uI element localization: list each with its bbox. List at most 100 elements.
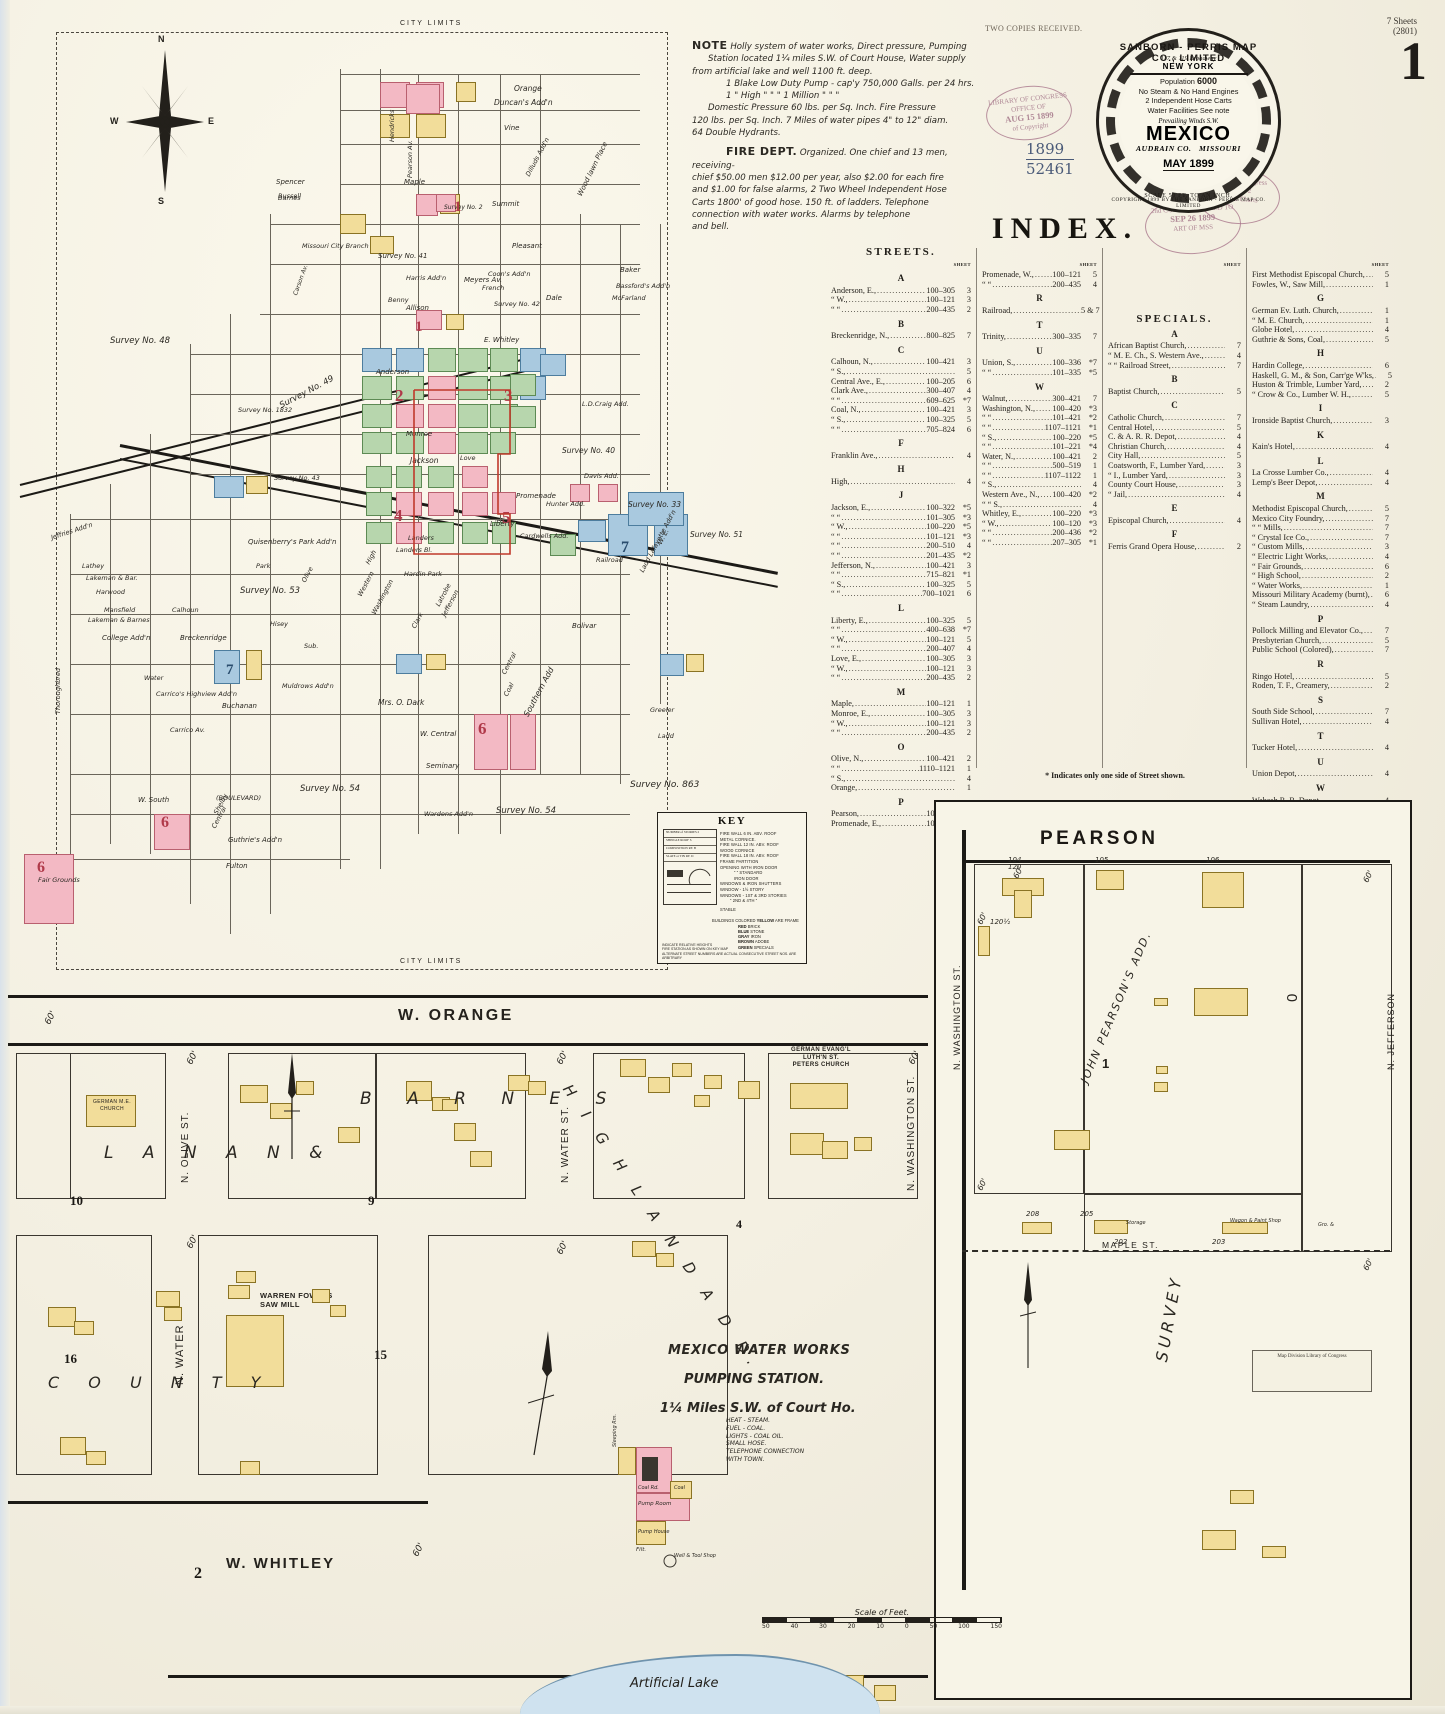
index-entry[interactable]: Maple,..................................… (831, 699, 971, 709)
index-entry[interactable]: “ W.,...................................… (831, 522, 971, 532)
index-entry[interactable]: Anderson, E.,...........................… (831, 286, 971, 296)
index-entry[interactable]: Whitley, E.,............................… (982, 509, 1097, 519)
index-entry[interactable]: Liberty, E.,............................… (831, 616, 971, 626)
index-entry[interactable]: Tucker Hotel,...........................… (1252, 743, 1389, 753)
index-entry[interactable]: Globe Hotel,............................… (1252, 325, 1389, 335)
index-entry[interactable]: “ I., Lumber Yard,......................… (1108, 471, 1241, 481)
index-entry[interactable]: “ W.,...................................… (831, 295, 971, 305)
index-entry[interactable]: “ “.....................................… (831, 541, 971, 551)
index-entry[interactable]: Hardin College,.........................… (1252, 361, 1389, 371)
index-entry[interactable]: German Ev. Luth. Church,................… (1252, 306, 1389, 316)
index-entry[interactable]: “ W.,...................................… (831, 664, 971, 674)
index-entry[interactable]: Presbyterian Church,....................… (1252, 636, 1389, 646)
index-entry[interactable]: “ “.....................................… (831, 625, 971, 635)
index-entry[interactable]: C. & A. R. R. Depot,....................… (1108, 432, 1241, 442)
index-entry[interactable]: Lemp's Beer Depot,......................… (1252, 478, 1389, 488)
index-entry[interactable]: “ “.....................................… (831, 728, 971, 738)
index-entry[interactable]: “ “.....................................… (831, 532, 971, 542)
index-entry[interactable]: Jackson, E.,............................… (831, 503, 971, 513)
index-entry[interactable]: Roden, T. F., Creamery,.................… (1252, 681, 1389, 691)
index-entry[interactable]: Calhoun, N.,............................… (831, 357, 971, 367)
index-entry[interactable]: “ “.....................................… (982, 528, 1097, 538)
index-entry[interactable]: Western Ave., N.,.......................… (982, 490, 1097, 500)
index-entry[interactable]: “ S.,...................................… (831, 415, 971, 425)
index-entry[interactable]: Monroe, E.,.............................… (831, 709, 971, 719)
index-entry[interactable]: Union Depot,............................… (1252, 769, 1389, 779)
index-entry[interactable]: Huston & Trimble, Lumber Yard,..........… (1252, 380, 1389, 390)
index-entry[interactable]: “ “.....................................… (831, 513, 971, 523)
index-entry[interactable]: Methodist Episcopal Church,.............… (1252, 504, 1389, 514)
index-entry[interactable]: Orange,.................................… (831, 783, 971, 793)
index-entry[interactable]: “ Fair Grounds,.........................… (1252, 562, 1389, 572)
index-entry[interactable]: Promenade, W.,..........................… (982, 270, 1097, 280)
index-entry[interactable]: Union, S.,..............................… (982, 358, 1097, 368)
index-entry[interactable]: “ “ Mills,..............................… (1252, 523, 1389, 533)
index-entry[interactable]: “ “.....................................… (831, 764, 971, 774)
index-entry[interactable]: Sullivan Hotel,.........................… (1252, 717, 1389, 727)
index-entry[interactable]: “ “ S.,.................................… (982, 500, 1097, 510)
index-entry[interactable]: “ “.....................................… (831, 305, 971, 315)
index-entry[interactable]: “ Crow & Co., Lumber W. H.,.............… (1252, 390, 1389, 400)
index-entry[interactable]: Central Ave., E.,.......................… (831, 377, 971, 387)
index-entry[interactable]: Central Hotel,..........................… (1108, 423, 1241, 433)
index-entry[interactable]: Kain's Hotel,...........................… (1252, 442, 1389, 452)
index-entry[interactable]: “ Electric Light Works,.................… (1252, 552, 1389, 562)
index-entry[interactable]: “ Crystal Ice Co.,......................… (1252, 533, 1389, 543)
index-entry[interactable]: African Baptist Church,.................… (1108, 341, 1241, 351)
index-entry[interactable]: City Hall,..............................… (1108, 451, 1241, 461)
index-entry[interactable]: Breckenridge, N.,.......................… (831, 331, 971, 341)
index-entry[interactable]: Public School (Colored),................… (1252, 645, 1389, 655)
index-entry[interactable]: Coal, N.,...............................… (831, 405, 971, 415)
index-entry[interactable]: “ “.....................................… (831, 644, 971, 654)
index-entry[interactable]: “ “.....................................… (982, 413, 1097, 423)
index-entry[interactable]: “ Jail,.................................… (1108, 490, 1241, 500)
index-entry[interactable]: “ “.....................................… (982, 538, 1097, 548)
index-entry[interactable]: “ “.....................................… (982, 280, 1097, 290)
index-entry[interactable]: “ “.....................................… (982, 461, 1097, 471)
index-entry[interactable]: Railroad,...............................… (982, 306, 1100, 316)
index-entry[interactable]: Water, N.,..............................… (982, 452, 1097, 462)
index-entry[interactable]: “ “.....................................… (831, 551, 971, 561)
index-entry[interactable]: “ “.....................................… (831, 589, 971, 599)
index-entry[interactable]: Franklin Ave.,..........................… (831, 451, 971, 461)
index-entry[interactable]: Haskell, G. M., & Son, Carr'ge W'ks,....… (1252, 371, 1392, 381)
index-entry[interactable]: Missouri Military Academy (burnt),......… (1252, 590, 1389, 600)
index-entry[interactable]: Olive, N.,..............................… (831, 754, 971, 764)
index-entry[interactable]: Trinity,................................… (982, 332, 1097, 342)
index-entry[interactable]: “ Steam Laundry,........................… (1252, 600, 1389, 610)
index-entry[interactable]: “ Custom Mills,.........................… (1252, 542, 1389, 552)
index-entry[interactable]: “ “.....................................… (982, 442, 1097, 452)
index-entry[interactable]: “ S.,...................................… (982, 480, 1097, 490)
index-entry[interactable]: “ High School,..........................… (1252, 571, 1389, 581)
index-entry[interactable]: “ W.,...................................… (982, 519, 1097, 529)
index-entry[interactable]: South Side School,......................… (1252, 707, 1389, 717)
index-entry[interactable]: Ringo Hotel,............................… (1252, 672, 1389, 682)
index-entry[interactable]: “ S.,...................................… (831, 367, 971, 377)
index-entry[interactable]: “ “.....................................… (982, 368, 1097, 378)
index-entry[interactable]: “ W.,...................................… (831, 719, 971, 729)
index-entry[interactable]: “ “.....................................… (982, 471, 1097, 481)
index-entry[interactable]: Coatsworth, F., Lumber Yard,............… (1108, 461, 1241, 471)
index-entry[interactable]: Baptist Church,.........................… (1108, 387, 1241, 397)
index-entry[interactable]: Clark Ave.,.............................… (831, 386, 971, 396)
index-entry[interactable]: La Crosse Lumber Co.,...................… (1252, 468, 1389, 478)
index-entry[interactable]: “ Water Works,..........................… (1252, 581, 1389, 591)
index-entry[interactable]: “ “.....................................… (831, 425, 971, 435)
index-entry[interactable]: Christian Church,.......................… (1108, 442, 1241, 452)
index-entry[interactable]: “ S.,...................................… (831, 580, 971, 590)
index-entry[interactable]: “ S.,...................................… (831, 774, 971, 784)
index-entry[interactable]: Catholic Church,........................… (1108, 413, 1241, 423)
index-entry[interactable]: Ferris Grand Opera House,...............… (1108, 542, 1241, 552)
index-entry[interactable]: Walnut,.................................… (982, 394, 1097, 404)
index-entry[interactable]: Love, E.,...............................… (831, 654, 971, 664)
index-entry[interactable]: “ W.,...................................… (831, 635, 971, 645)
index-entry[interactable]: “ “.....................................… (982, 423, 1097, 433)
index-entry[interactable]: First Methodist Episcopal Church,.......… (1252, 270, 1389, 280)
index-entry[interactable]: Fowles, W., Saw Mill,...................… (1252, 280, 1389, 290)
index-entry[interactable]: “ M. E. Ch., S. Western Ave.,...........… (1108, 351, 1241, 361)
index-entry[interactable]: “ “.....................................… (831, 570, 971, 580)
index-entry[interactable]: Guthrie & Sons, Coal,...................… (1252, 335, 1389, 345)
index-entry[interactable]: “ “ Railroad Street,....................… (1108, 361, 1241, 371)
index-entry[interactable]: “ “.....................................… (831, 396, 971, 406)
index-entry[interactable]: Episcopal Church,.......................… (1108, 516, 1241, 526)
